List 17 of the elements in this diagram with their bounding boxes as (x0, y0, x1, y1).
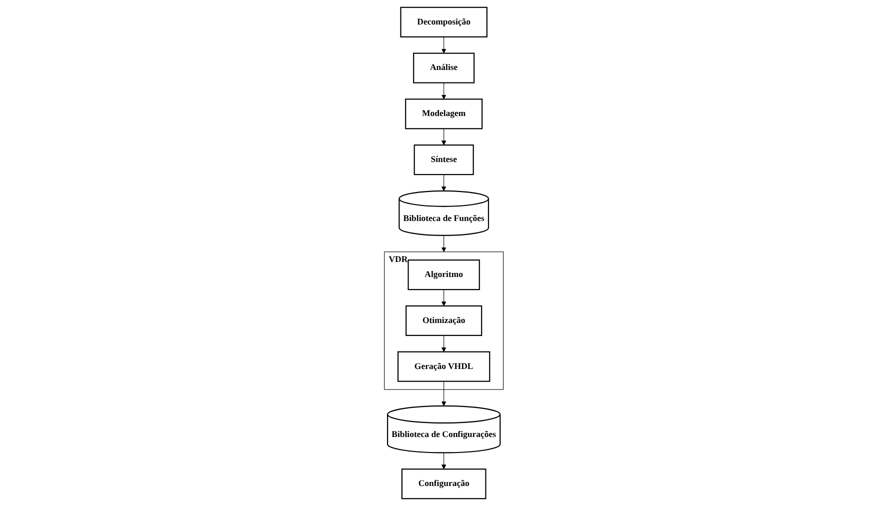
arrow (442, 381, 446, 406)
arrow (442, 82, 446, 100)
node-box: Síntese (414, 144, 474, 176)
arrow (442, 128, 446, 146)
node-box: Otimização (406, 305, 482, 336)
arrow (442, 335, 446, 352)
node-box: Algoritmo (408, 260, 480, 290)
arrow (442, 36, 446, 54)
node-box: Configuração (402, 468, 486, 500)
arrow (442, 289, 446, 306)
node-box: Decomposição (400, 6, 488, 38)
arrow (442, 174, 446, 192)
node-box: Geração VHDL (398, 351, 490, 382)
node-box: Modelagem (405, 98, 483, 130)
node-box: Análise (413, 52, 475, 84)
arrow (442, 235, 446, 252)
arrow (442, 452, 446, 470)
